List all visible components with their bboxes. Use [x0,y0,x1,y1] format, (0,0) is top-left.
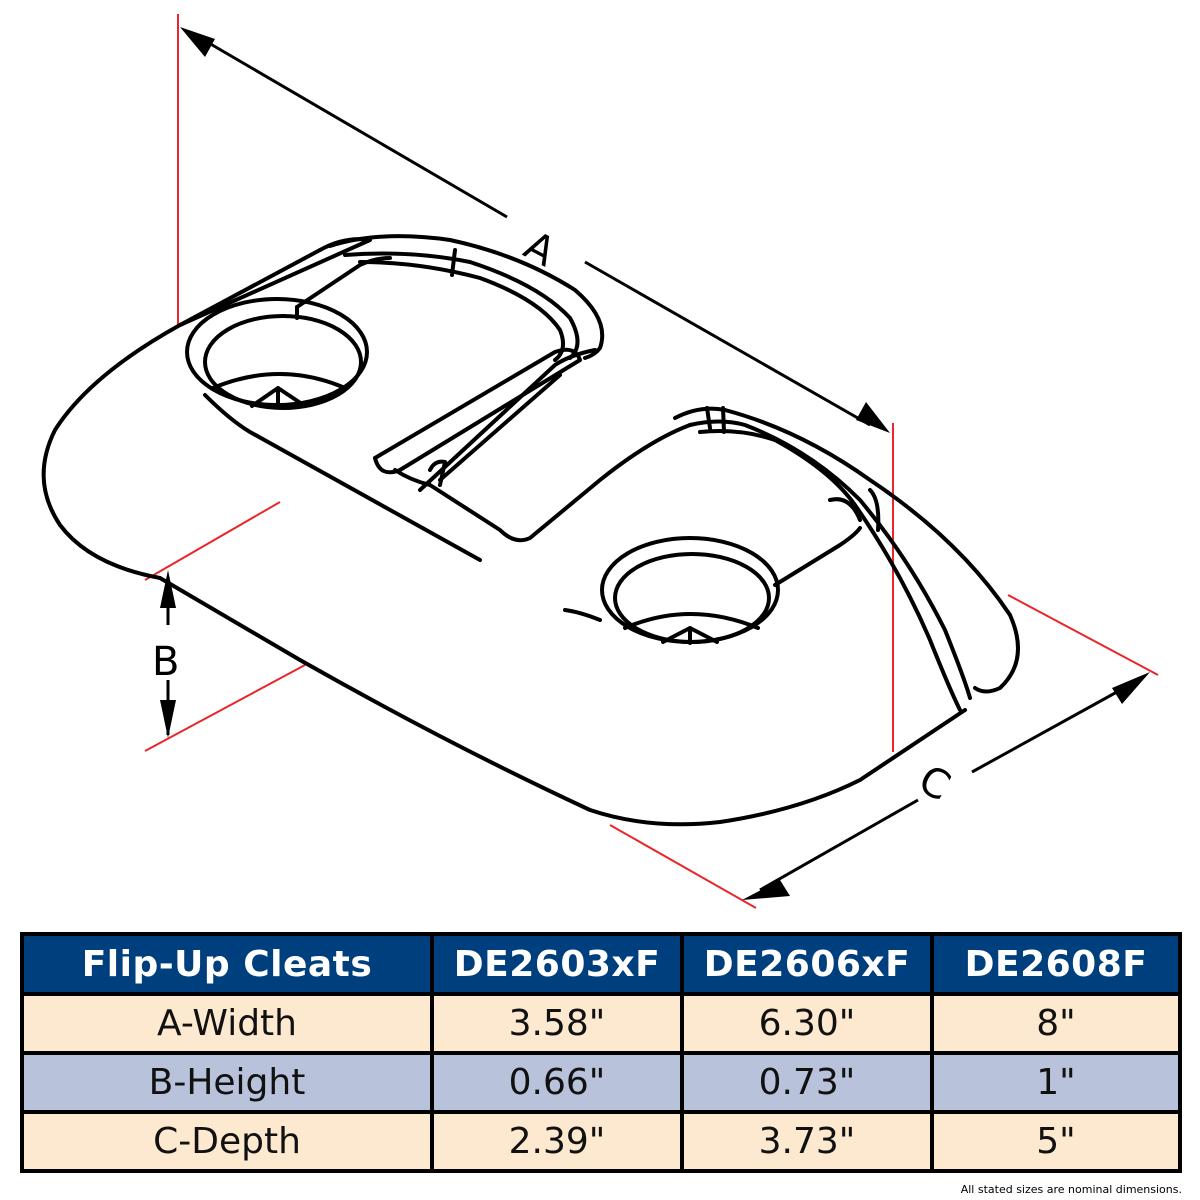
footnote: All stated sizes are nominal dimensions. [960,1183,1182,1196]
cell-value: 5" [930,1110,1182,1173]
header-product-line: Flip-Up Cleats [20,932,434,996]
dimension-b: B [152,570,179,738]
row-label-depth: C-Depth [20,1110,434,1173]
cell-value: 3.73" [680,1110,934,1173]
table-row: C-Depth 2.39" 3.73" 5" [20,1110,1182,1173]
table-row: A-Width 3.58" 6.30" 8" [20,992,1182,1055]
cell-value: 2.39" [430,1110,684,1173]
header-model-de2603xf: DE2603xF [430,932,684,996]
cleat-body [41,234,1020,827]
cell-value: 3.58" [430,992,684,1055]
cell-value: 1" [930,1051,1182,1114]
cleat-dimension-diagram: A B C [41,14,1159,909]
cell-value: 0.66" [430,1051,684,1114]
cell-value: 0.73" [680,1051,934,1114]
dimension-c-label: C [911,757,957,811]
dimension-a: A [180,27,890,433]
table-header-row: Flip-Up Cleats DE2603xF DE2606xF DE2608F [20,932,1182,996]
extension-lines [144,14,1159,909]
table-row: B-Height 0.66" 0.73" 1" [20,1051,1182,1114]
row-label-width: A-Width [20,992,434,1055]
cell-value: 8" [930,992,1182,1055]
spec-table: Flip-Up Cleats DE2603xF DE2606xF DE2608F… [20,932,1182,1173]
dimension-c: C [742,672,1150,900]
header-model-de2608f: DE2608F [930,932,1182,996]
header-model-de2606xf: DE2606xF [680,932,934,996]
dimension-b-label: B [152,639,179,685]
cell-value: 6.30" [680,992,934,1055]
row-label-height: B-Height [20,1051,434,1114]
